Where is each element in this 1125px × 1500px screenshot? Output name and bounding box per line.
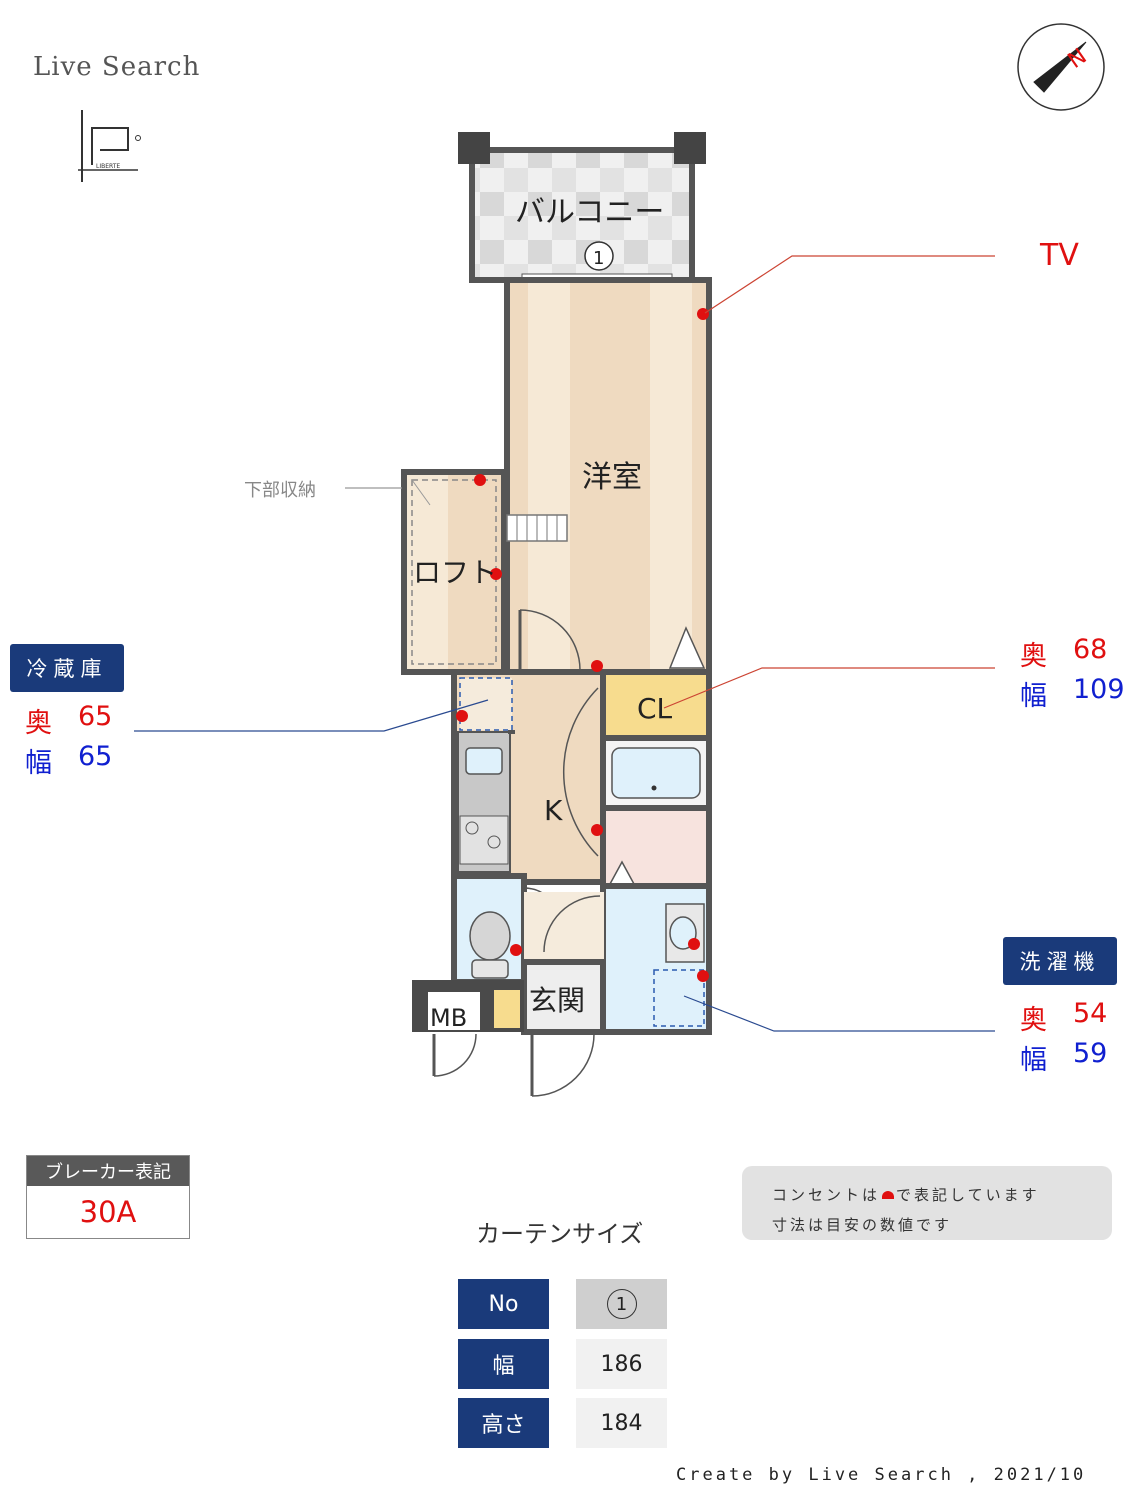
curtain-header-height: 高さ [458,1398,549,1448]
closet-width-label: 幅 [1020,681,1047,712]
room-label-entrance: 玄関 [529,984,585,1017]
washer-space [653,969,705,1027]
tv-label: TV [1040,238,1079,273]
outlet-dot [490,568,502,580]
leader-lines [134,255,995,1032]
closet [600,669,712,741]
under-storage-label: 下部収納 [244,480,316,501]
closet-depth-value: 68 [1073,634,1108,665]
notes-box: コンセントはで表記しています 寸法は目安の数値です [742,1166,1112,1240]
closet-depth: 奥 68 [1020,634,1107,673]
room-door [518,609,706,671]
front-door [432,1033,595,1097]
curtain-header-width: 幅 [458,1339,549,1389]
compass-icon: N [1017,23,1105,111]
loft [401,469,507,675]
outlet-dot [456,710,468,722]
washer-badge: 洗濯機 [1003,937,1117,985]
washer-width: 幅 59 [1020,1038,1107,1077]
note-line-1-after: で表記しています [896,1186,1040,1204]
room-label-western: 洋室 [582,460,642,495]
liberte-logo: LIBERTE [78,110,141,182]
outlet-dot [697,970,709,982]
fridge-depth: 奥 65 [25,701,112,740]
curtain-no-circle: 1 [606,1289,637,1319]
curtain-value-height: 184 [576,1398,667,1448]
toilet-room [451,873,561,985]
closet-width-value: 109 [1073,674,1125,705]
curtain-value-no: 1 [576,1279,667,1329]
fridge-width: 幅 65 [25,741,112,780]
curtain-value-width: 186 [576,1339,667,1389]
fridge-space [459,677,513,731]
loft-ladder [506,514,568,542]
logo-text: LIBERTE [96,163,120,170]
note-line-1-before: コンセントは [772,1186,881,1204]
bathtub [611,747,701,799]
note-line-1: コンセントはで表記しています [772,1180,1112,1210]
outlet-dot [697,308,709,320]
washer-width-label: 幅 [1020,1045,1047,1076]
room-label-meter-box: MB [430,1004,467,1032]
outlet-dot [474,474,486,486]
kitchen [451,669,609,885]
curtain-title: カーテンサイズ [476,1220,644,1248]
fridge-width-label: 幅 [25,748,52,779]
closet-depth-label: 奥 [1020,641,1047,672]
washer-depth-label: 奥 [1020,1005,1047,1036]
fridge-width-value: 65 [78,741,113,772]
brand-name: Live Search [33,52,201,82]
room-label-balcony: バルコニー [515,195,664,230]
room-label-loft: ロフト [413,556,497,589]
outlet-dot [688,938,700,950]
footer-credit: Create by Live Search , 2021/10 [676,1465,1087,1485]
washer-width-value: 59 [1073,1038,1108,1069]
breaker-box: ブレーカー表記 30A [26,1155,190,1239]
breaker-value: 30A [79,1195,137,1229]
curtain-header-no: No [458,1279,549,1329]
washer-depth-value: 54 [1073,998,1108,1029]
breaker-label: ブレーカー表記 [27,1156,189,1186]
outlet-dot [591,660,603,672]
curtain-marker-label: 1 [593,248,604,269]
fridge-depth-value: 65 [78,701,113,732]
pillar [674,132,706,164]
closet-width: 幅 109 [1020,674,1125,713]
closet-door-marker [668,626,706,669]
fridge-depth-label: 奥 [25,708,52,739]
washroom [600,883,712,1035]
washer-depth: 奥 54 [1020,998,1107,1037]
fridge-badge: 冷蔵庫 [10,644,124,692]
outlet-dot [591,824,603,836]
sink [465,747,503,775]
entrance [521,892,606,1035]
toilet [469,911,511,961]
room-label-kitchen: K [544,794,563,827]
curtain-marker [584,241,614,271]
meter-box [412,980,524,1032]
bathroom [600,735,712,889]
outlet-markers [456,308,709,982]
outlet-legend-icon [882,1191,895,1199]
pillar [458,132,490,164]
bath-door-arc [563,687,599,857]
outlet-dot [510,944,522,956]
room-label-closet: CL [637,692,673,725]
note-line-2: 寸法は目安の数値です [772,1216,953,1234]
